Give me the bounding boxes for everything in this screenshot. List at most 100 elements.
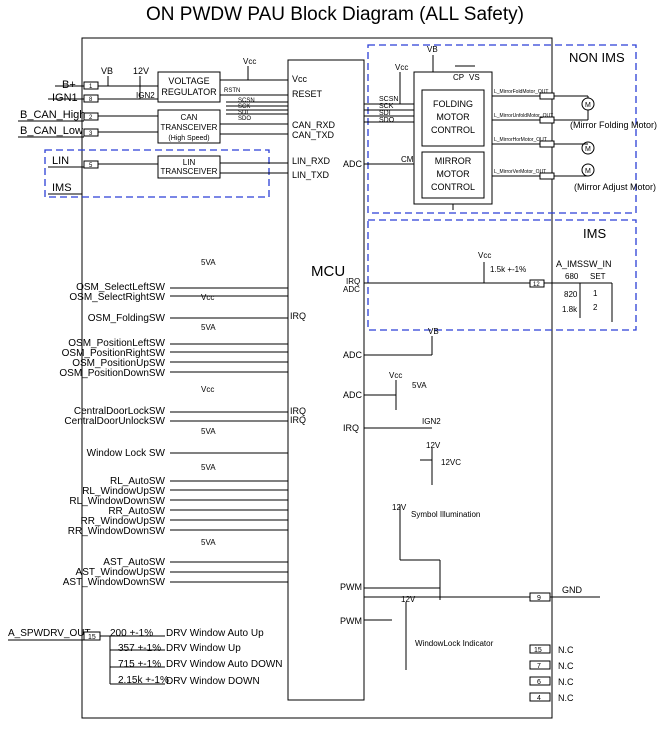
v5va-label-1: 5VA — [201, 258, 216, 267]
mirror-folding-motor-label: (Mirror Folding Motor) — [570, 120, 657, 130]
drv-4-res: 2.15k +-1% — [118, 675, 169, 686]
can-transceiver-block — [157, 109, 221, 144]
ims-set: SET — [590, 272, 606, 281]
input-ign1: IGN1 — [52, 92, 78, 104]
spwdrv-pin-num: 15 — [88, 634, 96, 641]
nc-pin-1-num: 15 — [534, 647, 542, 654]
ign2-label-1: IGN2 — [136, 91, 155, 100]
ims-region-label: IMS — [583, 226, 606, 241]
can-transceiver-line1: CAN — [181, 113, 198, 122]
rstn-label: RSTN — [224, 88, 240, 94]
ims-pin-12-label: 12 — [533, 282, 540, 288]
vcc-label-door: Vcc — [201, 385, 214, 394]
svg-text:1: 1 — [89, 84, 93, 90]
gnd-pin-num: 9 — [537, 595, 541, 602]
input-wires — [18, 76, 158, 195]
spwdrv-label: A_SPWDRV_OUT — [8, 628, 91, 639]
mcu-irq-door-1: IRQ — [290, 406, 306, 416]
reg-scsn-label: SCSN — [238, 98, 255, 104]
svg-text:M: M — [585, 102, 591, 109]
voltage-regulator-line1: VOLTAGE — [168, 76, 209, 86]
mirror-line1: MIRROR — [435, 156, 472, 166]
mcu-irq-folding: IRQ — [290, 311, 306, 321]
sw-rr-auto: RR_AutoSW — [108, 506, 165, 517]
svg-text:2: 2 — [89, 115, 93, 121]
motor-cm: CM — [401, 155, 414, 164]
nc-pin-3 — [529, 676, 551, 686]
symbol-illumination-label: Symbol Illumination — [411, 510, 480, 519]
nc-4-label: N.C — [558, 693, 574, 703]
mcu-irq-ign2: IRQ — [343, 423, 359, 433]
non-ims-label: NON IMS — [569, 50, 625, 65]
mcu-pwm-1: PWM — [340, 582, 362, 592]
mcu-adc-ims: ADC — [343, 285, 360, 294]
mcu-adc-2: ADC — [343, 350, 363, 360]
switch-wires — [170, 287, 288, 583]
motor-out-hor: L_MirrorHorMotor_OUT — [494, 137, 547, 143]
sw-osm-folding: OSM_FoldingSW — [88, 313, 166, 324]
sw-osm-pos-right: OSM_PositionRightSW — [62, 348, 166, 359]
nc-pin-2-num: 7 — [537, 663, 541, 670]
lin-transceiver-line1: LIN — [183, 158, 196, 167]
svg-text:M: M — [585, 146, 591, 153]
vcc-label-sw: Vcc — [201, 293, 214, 302]
ims-r820: 820 — [564, 290, 578, 299]
input-b-plus: B+ — [62, 79, 76, 91]
input-ims: IMS — [52, 182, 72, 194]
v5va-label-3: 5VA — [201, 427, 216, 436]
v5va-label-5: 5VA — [201, 538, 216, 547]
v5va-label-2: 5VA — [201, 323, 216, 332]
vb-label-adc: VB — [428, 327, 439, 336]
ims-r680: 680 — [565, 272, 579, 281]
sw-rl-auto: RL_AutoSW — [110, 476, 166, 487]
ims-switch-label: A_IMSSW_IN — [556, 259, 612, 269]
v5va-label-4: 5VA — [201, 463, 216, 472]
ims-region — [367, 219, 637, 331]
folding-motor-control-block — [421, 89, 485, 147]
folding-line3: CONTROL — [431, 125, 475, 135]
mirror-motor-control-block — [421, 151, 485, 199]
nc-3-label: N.C — [558, 677, 574, 687]
folding-line2: MOTOR — [436, 112, 470, 122]
mcu-irq-door-2: IRQ — [290, 415, 306, 425]
mcu-can-txd: CAN_TXD — [292, 130, 335, 140]
mcu-adc-3: ADC — [343, 390, 363, 400]
drv-3-res: 715 +-1% — [118, 659, 161, 670]
svg-text:5: 5 — [89, 163, 93, 169]
nc-1-label: N.C — [558, 645, 574, 655]
mirror-adjust-motor-label: (Mirror Adjust Motor) — [574, 182, 656, 192]
ims-pin-12 — [529, 279, 545, 288]
voltage-regulator-block — [157, 71, 221, 103]
mcu-block — [287, 59, 365, 701]
mirror-line3: CONTROL — [431, 182, 475, 192]
vcc-label-motor: Vcc — [395, 63, 408, 72]
input-b-can-low: B_CAN_Low — [20, 125, 83, 137]
mcu-label: MCU — [311, 263, 345, 280]
mcu-adc-1: ADC — [343, 159, 363, 169]
v12-label-3: 12V — [392, 503, 407, 512]
drv-2-res: 357 +-1% — [118, 643, 161, 654]
v12-label-2: 12V — [426, 441, 441, 450]
regulator-mcu-wires — [220, 66, 288, 174]
ign2-label-2: IGN2 — [422, 417, 441, 426]
folding-line1: FOLDING — [433, 99, 473, 109]
drv-1-label: DRV Window Auto Up — [166, 628, 264, 639]
reg-sdi-label: SDI — [238, 110, 248, 116]
mcu-lin-rxd: LIN_RXD — [292, 156, 331, 166]
sw-osm-pos-left: OSM_PositionLeftSW — [68, 338, 165, 349]
mcu-irq-ims: IRQ — [346, 277, 360, 286]
module-outline — [81, 37, 553, 719]
sw-rl-up: RL_WindowUpSW — [82, 486, 165, 497]
ims-s2: 2 — [593, 303, 598, 312]
sw-rr-down: RR_WindowDownSW — [68, 526, 166, 537]
nc-pin-1 — [529, 644, 551, 654]
ims-resistor-label: 1.5k +-1% — [490, 265, 526, 274]
svg-text:M: M — [585, 168, 591, 175]
drv-4-label: DRV Window DOWN — [166, 676, 260, 687]
motor-symbols: M M M — [556, 95, 595, 177]
mirror-line2: MOTOR — [436, 169, 470, 179]
drv-wires — [8, 635, 165, 685]
v5va-label-adc: 5VA — [412, 381, 427, 390]
input-lin: LIN — [52, 155, 69, 167]
